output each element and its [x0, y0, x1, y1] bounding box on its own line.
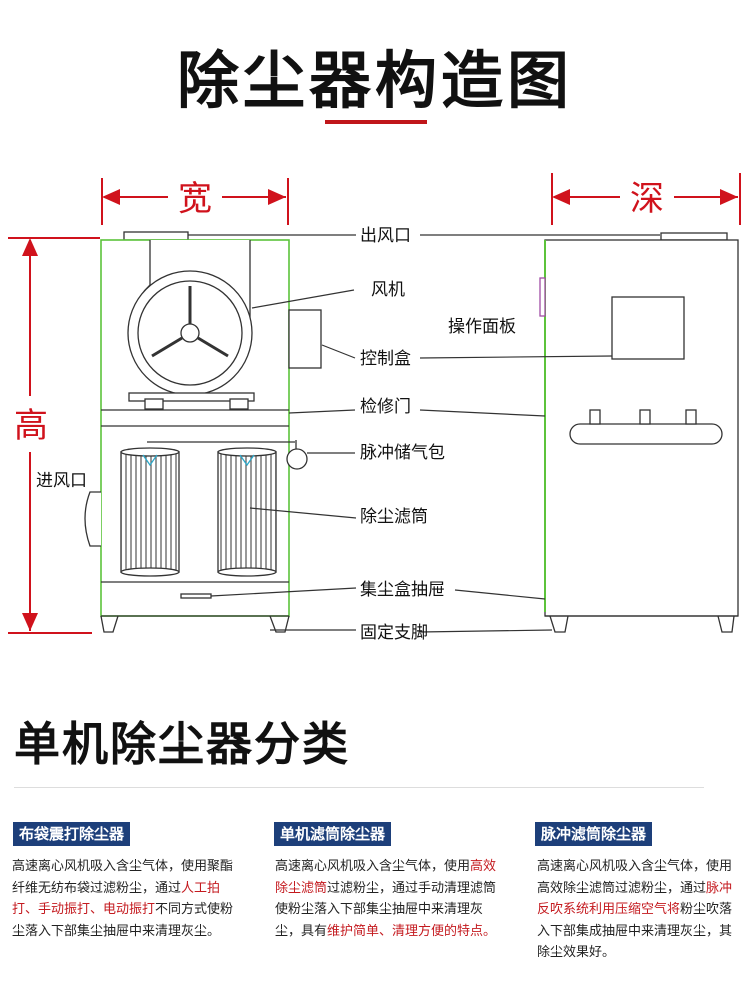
category-desc-pulse-cartridge: 高速离心风机吸入含尘气体，使用高效除尘滤筒过滤粉尘，通过脉冲反吹系统利用压缩空气…	[537, 856, 742, 964]
height-dimension: 高	[8, 237, 100, 634]
label-inlet: 进风口	[36, 471, 87, 491]
category-desc-single-cartridge: 高速离心风机吸入含尘气体，使用高效除尘滤筒过滤粉尘，通过手动清理滤筒使粉尘落入下…	[275, 856, 500, 942]
label-control-box: 控制盒	[360, 349, 411, 369]
filter-left	[120, 447, 180, 577]
inlet-pipe	[84, 491, 101, 547]
label-operation-panel: 操作面板	[448, 317, 516, 337]
section-title: 单机除尘器分类	[14, 717, 350, 771]
desc-highlight: 高效除尘滤筒	[275, 859, 497, 896]
operation-panel	[611, 296, 685, 360]
label-filter: 除尘滤筒	[360, 507, 428, 527]
pulse-valve	[286, 448, 308, 470]
control-box	[288, 309, 322, 369]
depth-label: 深	[630, 179, 664, 219]
label-outlet: 出风口	[360, 226, 411, 246]
width-label: 宽	[178, 179, 212, 219]
category-title-single-cartridge: 单机滤筒除尘器	[274, 822, 392, 846]
category-title-pulse-cartridge: 脉冲滤筒除尘器	[535, 822, 653, 846]
label-access-door: 检修门	[360, 397, 411, 417]
leader-lines	[188, 234, 660, 633]
desc-text: 不同方式使粉尘落入下部集尘抽屉中来清理灰尘。	[12, 902, 234, 939]
label-dust-drawer: 集尘盒抽屉	[360, 580, 445, 600]
label-pulse-tank: 脉冲储气包	[360, 443, 445, 463]
label-support-feet: 固定支脚	[360, 623, 428, 643]
category-desc-bag-shaking: 高速离心风机吸入含尘气体，使用聚酯纤维无纺布袋过滤粉尘，通过人工拍打、手动振打、…	[12, 856, 237, 942]
depth-dimension: 深	[551, 173, 741, 225]
desc-text: 高速离心风机吸入含尘气体，使用	[275, 859, 471, 874]
desc-highlight: 维护简单、清理方便的特点。	[327, 923, 497, 939]
drawer-handle	[180, 593, 212, 599]
desc-text: 过滤粉尘，通过手动清理滤筒使粉尘落入下部集尘抽屉中来清理灰尘，具有	[275, 880, 497, 939]
side-pulse-tank	[569, 423, 723, 445]
page-title: 除尘器构造图	[176, 44, 573, 117]
category-title-bag-shaking: 布袋震打除尘器	[13, 822, 131, 846]
outlet-flange	[123, 231, 189, 241]
desc-text: 高速离心风机吸入含尘气体，使用聚酯纤维无纺布袋过滤粉尘，通过	[12, 859, 234, 896]
desc-highlight: 脉冲反吹系统利用压缩空气将	[537, 880, 733, 918]
desc-text: 粉尘吹落入下部集成抽屉中来清理灰尘，其除尘效果好。	[537, 902, 733, 960]
side-view	[539, 232, 739, 633]
structure-diagram: 宽 深 高	[8, 173, 741, 643]
width-dimension: 宽	[101, 178, 289, 225]
section-divider	[14, 787, 704, 788]
filter-right	[217, 447, 277, 577]
title-underline	[325, 120, 427, 124]
front-view	[84, 231, 322, 633]
desc-highlight: 人工拍打、手动振打、电动振打	[12, 880, 221, 918]
desc-text: 高速离心风机吸入含尘气体，使用高效除尘滤筒过滤粉尘，通过	[537, 859, 733, 896]
label-fan: 风机	[371, 280, 405, 300]
height-label: 高	[14, 406, 48, 446]
